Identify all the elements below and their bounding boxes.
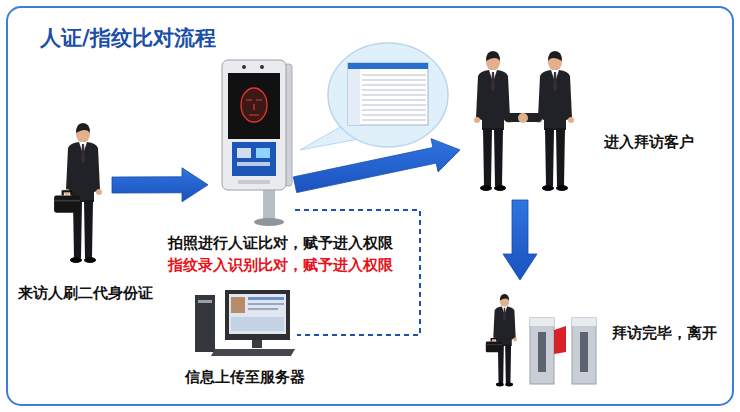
screenshot-header <box>348 63 428 69</box>
scene-node: 进入拜访客户 <box>460 45 580 200</box>
diagram-title: 人证/指纹比对流程 <box>40 24 216 52</box>
keyboard <box>211 349 295 356</box>
screen-icon <box>237 148 251 158</box>
turnstile-panel <box>580 332 588 372</box>
camera-dot <box>242 65 246 69</box>
turnstile-flap <box>554 326 566 354</box>
node-label: 信息上传至服务器 <box>185 366 305 388</box>
scene-node: 来访人刷二代身份证 <box>58 118 112 272</box>
terminal-stand <box>263 188 275 220</box>
node-label: 来访人刷二代身份证 <box>18 282 153 304</box>
flow-arrow <box>293 139 460 193</box>
screenshot <box>348 63 428 125</box>
pc-slot <box>198 300 212 303</box>
node-label-group: 信息上传至服务器 <box>185 366 305 388</box>
node-label: 拜访完毕，离开 <box>612 322 717 344</box>
node-label-group: 拍照进行人证比对，赋予进入权限指纹录入识别比对，赋予进入权限 <box>168 232 393 276</box>
screen-line <box>248 297 284 300</box>
scene-node: 信息上传至服务器 <box>193 287 297 358</box>
briefcase <box>54 191 80 213</box>
visitor-figure <box>54 123 102 263</box>
exit-scene <box>486 294 596 386</box>
flow-arrow <box>112 168 208 202</box>
face-marks <box>246 100 262 115</box>
handshake <box>518 113 528 123</box>
flow-arrow <box>503 200 537 280</box>
speech-bubble <box>300 43 448 150</box>
terminal-base <box>254 218 284 226</box>
screen-photo <box>231 297 245 313</box>
screen-bar <box>237 162 270 166</box>
pc-tower <box>195 295 215 352</box>
node-label: 指纹录入识别比对，赋予进入权限 <box>168 254 393 276</box>
screen-icon <box>256 148 270 158</box>
man-figure <box>536 51 574 191</box>
turnstile-top <box>530 318 554 326</box>
node-label-group: 进入拜访客户 <box>604 131 694 153</box>
arms <box>504 113 542 122</box>
node-label-group: 拜访完毕，离开 <box>612 322 717 344</box>
node-label: 进入拜访客户 <box>604 131 694 153</box>
computer <box>195 290 295 356</box>
screen-line <box>248 308 278 310</box>
briefcase <box>486 339 502 353</box>
frame-border <box>7 7 733 405</box>
terminal-lower-screen <box>232 142 276 176</box>
face-outline <box>241 88 267 122</box>
scene-node: 拍照进行人证比对，赋予进入权限指纹录入识别比对，赋予进入权限 <box>208 55 295 228</box>
turnstile-post <box>572 318 596 384</box>
terminal-screen <box>228 73 280 139</box>
node-label: 拍照进行人证比对，赋予进入权限 <box>168 232 393 254</box>
monitor-screen <box>229 294 286 334</box>
node-label-group: 来访人刷二代身份证 <box>18 282 153 304</box>
monitor-stand <box>252 340 262 348</box>
man-figure <box>492 294 517 386</box>
handshake-figures <box>474 51 574 191</box>
turnstile-panel <box>538 332 546 372</box>
terminal-strip <box>238 180 270 184</box>
turnstile-top <box>572 318 596 326</box>
screenshot-nav <box>348 69 360 125</box>
face-terminal <box>222 60 292 226</box>
screen-table <box>231 317 284 331</box>
camera-dot <box>260 65 264 69</box>
scene-node: 拜访完毕，离开 <box>470 280 600 392</box>
terminal-panel <box>222 60 286 190</box>
screenshot-rows <box>362 75 426 120</box>
man-figure <box>64 123 102 263</box>
screen-line <box>248 303 284 305</box>
monitor <box>225 290 290 340</box>
turnstile-post <box>530 318 554 384</box>
bubble-body <box>328 43 448 147</box>
